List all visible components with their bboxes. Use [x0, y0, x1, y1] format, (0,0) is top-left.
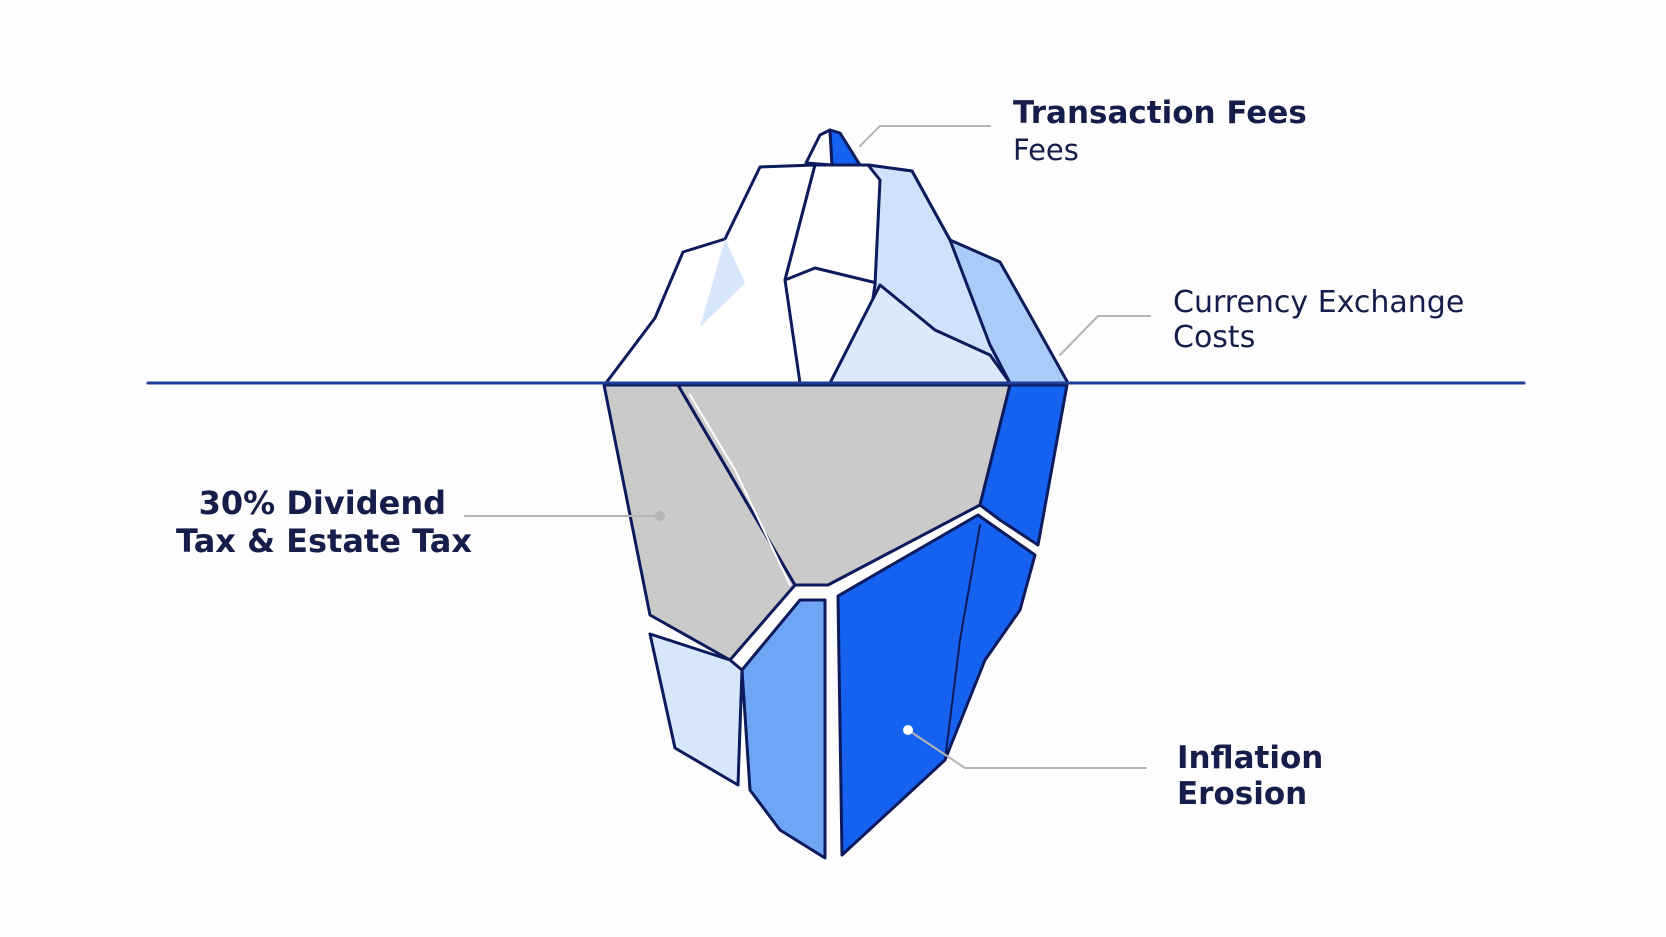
underwater-grey-left [602, 383, 797, 662]
dividend-marker-dot [655, 511, 665, 521]
underwater-grey-center [676, 383, 1012, 587]
inflation-marker-dot [903, 725, 913, 735]
underwater-mid-blue [740, 598, 827, 860]
leader-currency-exchange [1059, 315, 1151, 356]
transaction-fees-title: Transaction Fees [1013, 95, 1307, 131]
dividend-tax-line2: Tax & Estate Tax [176, 522, 472, 561]
tip-lower-facet [828, 283, 1012, 385]
underwater-crack-line [689, 394, 791, 586]
leader-transaction-fees [859, 125, 991, 147]
underwater-bright-blue-right-top [978, 383, 1069, 547]
underwater-light-lower-left [648, 632, 744, 787]
transaction-fees-subtitle: Fees [1013, 132, 1079, 167]
tip-left-face [604, 163, 817, 385]
inflation-line2: Erosion [1177, 775, 1308, 812]
currency-exchange-line1: Currency Exchange [1173, 285, 1465, 320]
iceberg-tip [604, 128, 1070, 385]
inflation-line1: Inflation [1177, 740, 1324, 776]
tip-peak-left [804, 128, 834, 167]
underwater-crack-line-2 [944, 524, 981, 761]
currency-exchange-line2: Costs [1173, 319, 1256, 355]
label-dividend-tax: 30% Dividend Tax & Estate Tax [176, 484, 472, 561]
leader-inflation [907, 729, 1147, 769]
leader-lines [464, 125, 1151, 769]
tip-left-shade [700, 239, 745, 327]
label-inflation-erosion: Inflation Erosion [1177, 740, 1324, 812]
label-currency-exchange: Currency Exchange Costs [1173, 285, 1465, 355]
iceberg-underwater [602, 383, 1069, 860]
underwater-bright-blue-main [836, 513, 1037, 857]
tip-peak-right [828, 128, 862, 167]
dividend-tax-line1: 30% Dividend [198, 484, 446, 522]
label-transaction-fees: Transaction Fees Fees [1013, 95, 1307, 168]
